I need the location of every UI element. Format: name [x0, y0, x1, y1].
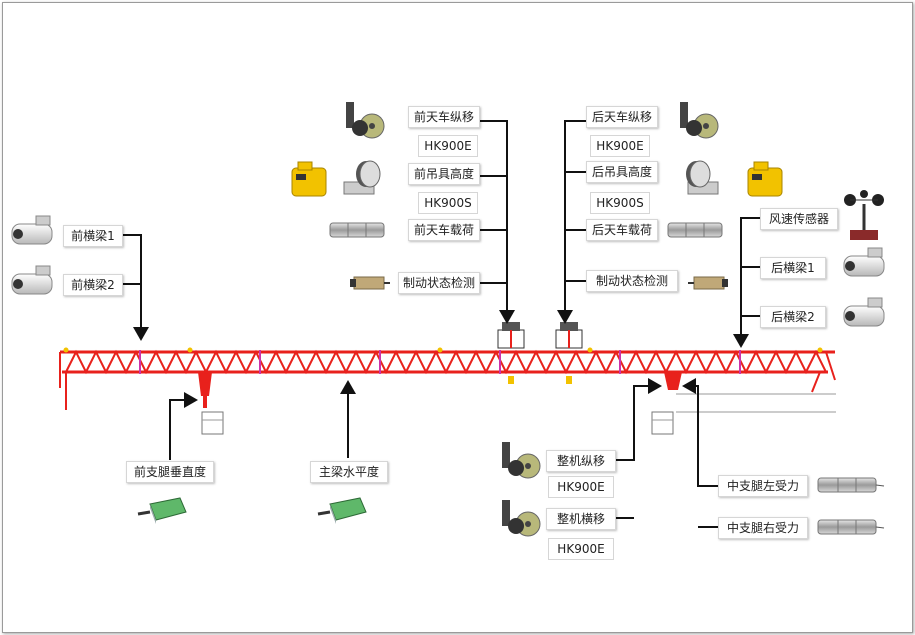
encoder-icon — [343, 160, 381, 195]
label-front-leg-vertical: 前支腿垂直度 — [126, 461, 214, 483]
model-rear-1: HK900E — [590, 135, 650, 157]
model-rear-2: HK900S — [590, 192, 650, 214]
middle-leg-base — [651, 411, 674, 435]
label-rear-trolley-long: 后天车纵移 — [586, 106, 658, 128]
model-front-1: HK900E — [418, 135, 478, 157]
camera-icon — [843, 247, 885, 277]
beam-nodes — [63, 347, 823, 384]
label-rear-beam-1: 后横梁1 — [760, 257, 826, 279]
encoder-icon — [502, 500, 541, 537]
encoder-icon — [502, 442, 541, 479]
label-whole-trans: 整机横移 — [546, 508, 616, 530]
load-cell-icon — [817, 477, 885, 493]
model-whole-2: HK900E — [548, 538, 614, 560]
label-front-trolley-load: 前天车载荷 — [408, 219, 480, 241]
connector-lines — [122, 120, 760, 528]
front-leg-base — [201, 411, 224, 435]
rear-trolley — [555, 322, 583, 349]
rear-track — [676, 393, 836, 413]
front-trolley — [497, 322, 525, 349]
model-front-2: HK900S — [418, 192, 478, 214]
label-mid-leg-right: 中支腿右受力 — [718, 517, 808, 539]
label-front-brake: 制动状态检测 — [398, 272, 480, 294]
front-leg — [198, 372, 212, 408]
truss-main-beam — [59, 349, 836, 410]
proximity-sensor-icon — [350, 276, 390, 290]
middle-leg — [664, 372, 682, 390]
camera-icon — [11, 215, 53, 245]
label-rear-brake: 制动状态检测 — [586, 270, 678, 292]
label-wind-sensor: 风速传感器 — [760, 208, 838, 230]
label-front-trolley-long: 前天车纵移 — [408, 106, 480, 128]
model-whole-1: HK900E — [548, 476, 614, 498]
label-front-hoist-height: 前吊具高度 — [408, 163, 480, 185]
load-cell-icon — [329, 222, 385, 238]
label-whole-long: 整机纵移 — [546, 450, 616, 472]
label-mid-leg-left: 中支腿左受力 — [718, 475, 808, 497]
inclinometer-icon — [137, 497, 187, 524]
proximity-sensor-icon — [688, 276, 728, 290]
inclinometer-icon — [317, 497, 367, 524]
label-rear-hoist-height: 后吊具高度 — [586, 161, 658, 183]
label-rear-trolley-load: 后天车载荷 — [586, 219, 658, 241]
limit-switch-icon — [291, 161, 327, 197]
load-cell-icon — [667, 222, 723, 238]
encoder-icon — [346, 102, 385, 139]
camera-icon — [843, 297, 885, 327]
encoder-icon — [680, 102, 719, 139]
label-main-beam-level: 主梁水平度 — [310, 461, 388, 483]
anemometer-icon — [844, 190, 884, 240]
limit-switch-icon — [747, 161, 783, 197]
label-front-beam-1: 前横梁1 — [63, 225, 123, 247]
encoder-icon — [686, 160, 719, 195]
camera-icon — [11, 265, 53, 295]
load-cell-icon — [817, 519, 885, 535]
beam-segment-markers — [139, 350, 741, 374]
label-front-beam-2: 前横梁2 — [63, 274, 123, 296]
label-rear-beam-2: 后横梁2 — [760, 306, 826, 328]
